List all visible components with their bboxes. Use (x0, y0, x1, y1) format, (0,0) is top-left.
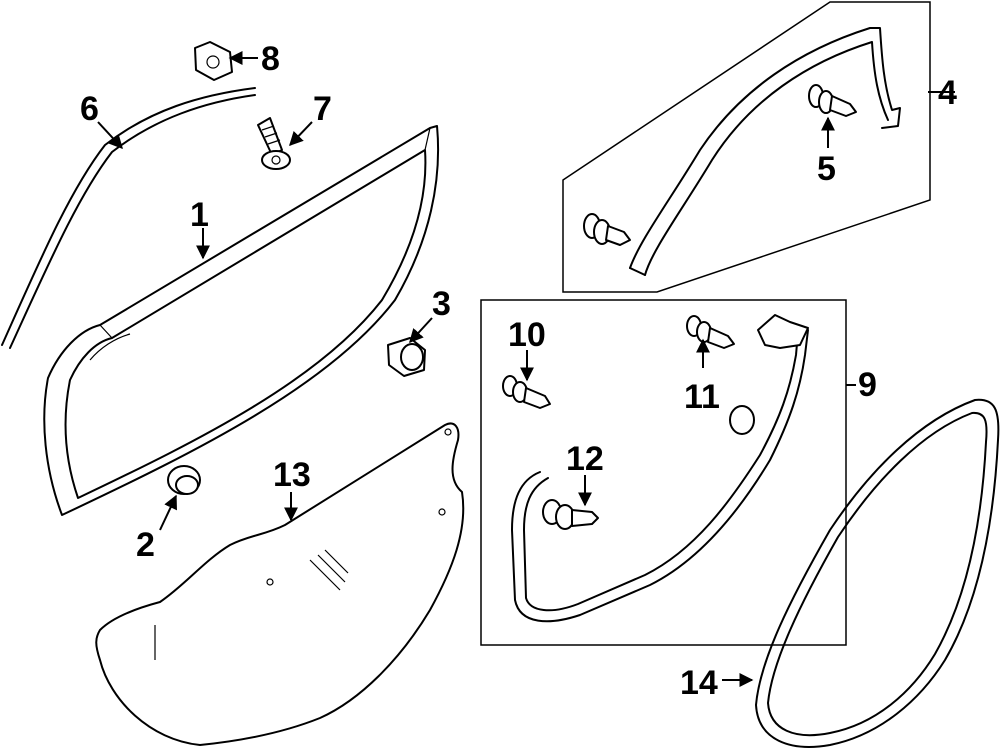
part-8-clip (194, 41, 233, 81)
part-5-clip-b (808, 84, 857, 117)
callout-7: 7 (313, 90, 332, 128)
part-14-weatherstrip (755, 398, 1000, 748)
leader-7 (289, 121, 313, 147)
callout-2: 2 (136, 526, 155, 564)
callout-8: 8 (261, 40, 280, 78)
part-10-clip (502, 375, 551, 409)
part-5-clip-a (583, 213, 631, 246)
callout-4: 4 (938, 74, 957, 112)
callout-9: 9 (858, 366, 877, 404)
part-1-door-glass (43, 125, 440, 516)
part-6-molding (1, 87, 256, 349)
part-11-clip (686, 315, 735, 349)
callout-1: 1 (190, 196, 209, 234)
leader-3 (409, 317, 433, 344)
callout-11: 11 (684, 378, 720, 416)
callout-5: 5 (817, 150, 836, 188)
callout-13: 13 (273, 456, 311, 494)
leader-6 (97, 121, 123, 150)
part-13-water-shield (95, 422, 465, 746)
leader-2 (159, 494, 177, 531)
leader-lines (97, 51, 955, 687)
callout-3: 3 (432, 285, 451, 323)
callout-10: 10 (508, 316, 546, 354)
part-3-bumper (387, 337, 426, 377)
part-12-clip (542, 499, 599, 530)
callout-14: 14 (680, 664, 718, 702)
callout-labels: 1 2 3 4 5 6 7 8 9 10 11 12 13 14 (80, 40, 957, 702)
callout-6: 6 (80, 90, 99, 128)
box-4-group (562, 1, 931, 293)
part-2-grommet (167, 465, 201, 495)
part-7-bolt (257, 117, 291, 170)
callout-12: 12 (566, 440, 604, 478)
box-9-group (480, 299, 847, 646)
